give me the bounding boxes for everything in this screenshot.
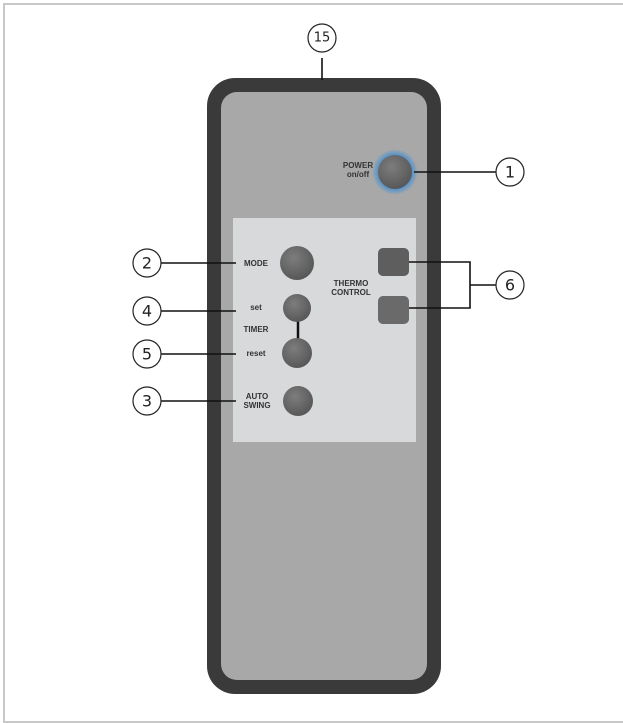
power-sublabel: on/off xyxy=(347,170,370,179)
svg-text:3: 3 xyxy=(142,392,152,411)
timer-reset-label: reset xyxy=(246,349,265,358)
auto-swing-button[interactable] xyxy=(283,386,313,416)
callout-4: 4 xyxy=(132,296,162,326)
thermo-sublabel: CONTROL xyxy=(331,288,371,297)
thermo-label: THERMO xyxy=(334,279,369,288)
timer-set-label: set xyxy=(250,303,262,312)
svg-text:2: 2 xyxy=(142,254,152,273)
timer-set-button[interactable] xyxy=(283,294,311,322)
mode-button[interactable] xyxy=(280,246,314,280)
mode-label: MODE xyxy=(244,259,269,268)
auto-swing-label: AUTO xyxy=(246,392,269,401)
timer-reset-button[interactable] xyxy=(282,338,312,368)
power-button[interactable] xyxy=(378,155,412,189)
callout-5: 5 xyxy=(132,339,162,369)
thermo-down-button[interactable] xyxy=(378,296,409,324)
callout-2: 2 xyxy=(132,248,162,278)
callout-1: 1 xyxy=(495,157,525,187)
svg-text:4: 4 xyxy=(142,302,152,321)
svg-text:1: 1 xyxy=(505,163,515,182)
remote-diagram: POWER on/off MODE set TIMER reset AUTO S… xyxy=(132,23,525,694)
timer-label: TIMER xyxy=(244,325,269,334)
svg-text:15: 15 xyxy=(314,31,331,46)
callout-15: 15 xyxy=(307,23,337,53)
svg-text:6: 6 xyxy=(505,276,515,295)
svg-text:5: 5 xyxy=(142,345,152,364)
auto-swing-sublabel: SWING xyxy=(243,401,270,410)
thermo-up-button[interactable] xyxy=(378,248,409,276)
power-label: POWER xyxy=(343,161,373,170)
callout-6: 6 xyxy=(495,270,525,300)
callout-3: 3 xyxy=(132,386,162,416)
